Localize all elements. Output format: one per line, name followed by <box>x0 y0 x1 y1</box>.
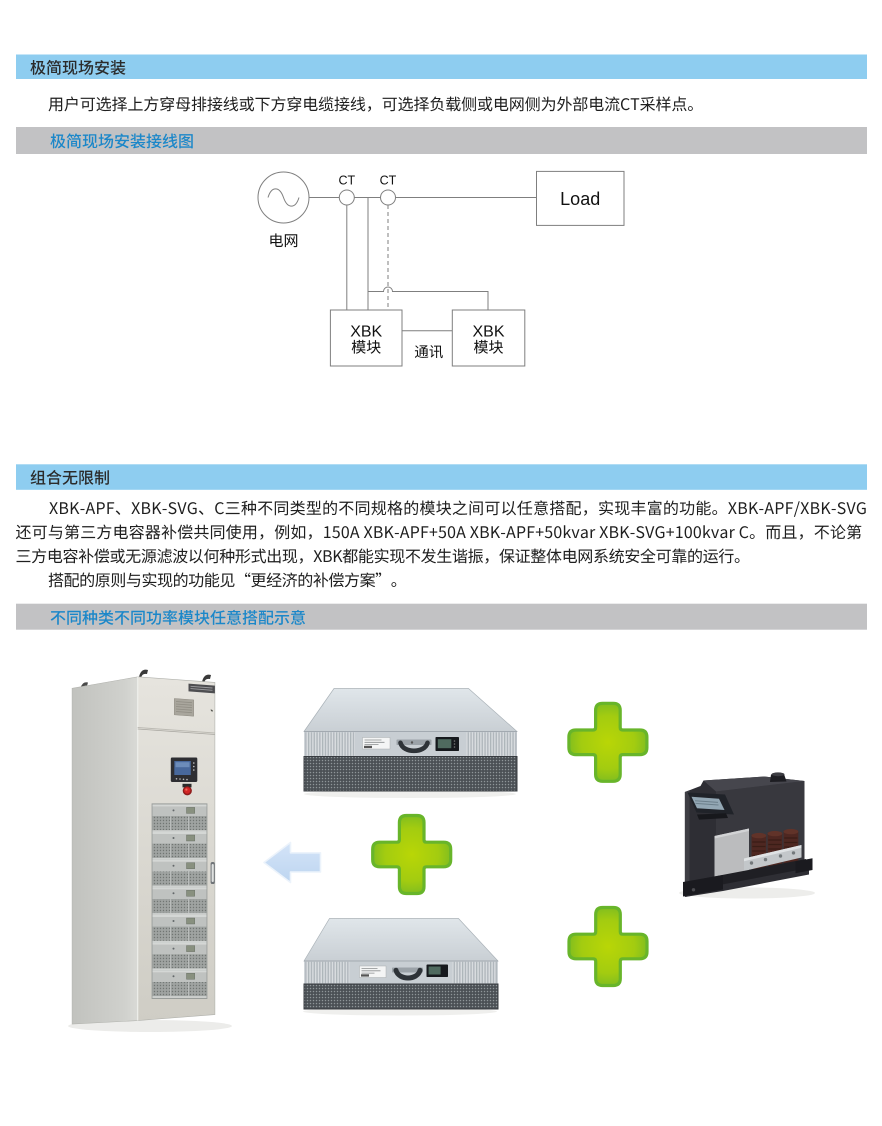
svg-text:CT: CT <box>338 174 355 188</box>
svg-text:CT: CT <box>380 174 397 188</box>
svg-text:Load: Load <box>560 189 600 209</box>
svg-text:XBK: XBK <box>350 324 382 341</box>
svg-text:XBK: XBK <box>472 324 504 341</box>
